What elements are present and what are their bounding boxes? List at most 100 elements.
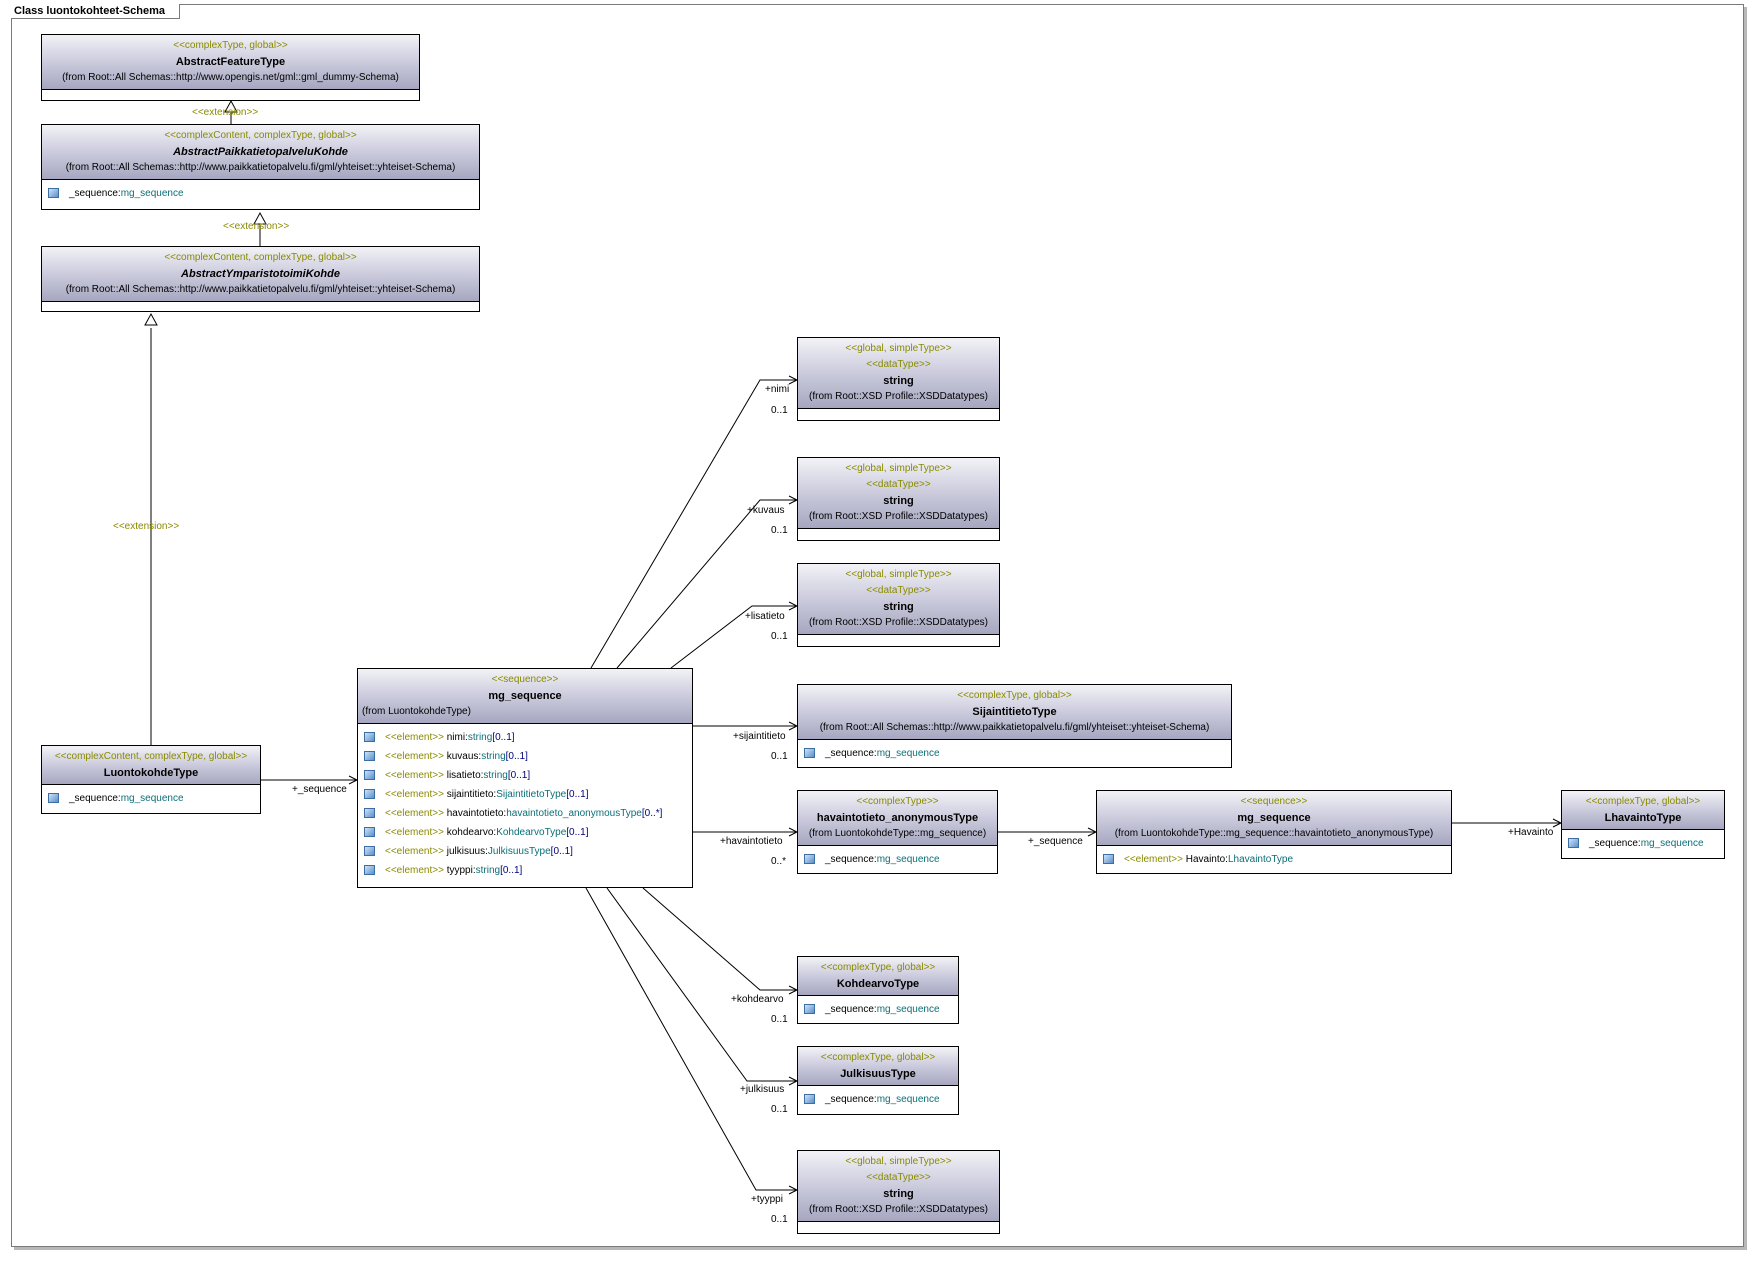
class-name: AbstractPaikkatietopalveluKohde — [173, 146, 348, 158]
multiplicity-label: 0..1 — [771, 751, 788, 762]
class-string-lisatieto[interactable]: <<global, simpleType>> <<dataType>> stri… — [797, 563, 1000, 647]
attribute-name: julkisuus: — [446, 846, 488, 857]
attribute-name: kuvaus: — [446, 751, 482, 762]
class-luontokohdetype[interactable]: <<complexContent, complexType, global>> … — [41, 745, 261, 814]
attribute-row[interactable]: _sequence:mg_sequence — [798, 1000, 958, 1019]
association-line — [590, 379, 797, 669]
attribute-name: kohdearvo: — [446, 827, 497, 838]
attribute-icon — [1568, 838, 1579, 849]
class-mg-sequence[interactable]: <<sequence>> mg_sequence (from Luontokoh… — [357, 668, 693, 888]
attribute-row[interactable]: _sequence:mg_sequence — [798, 744, 1231, 763]
generalization-arrowhead — [224, 99, 238, 113]
havainto-role-label: +Havainto — [1508, 827, 1554, 838]
class-namespace: (from Root::XSD Profile::XSDDatatypes) — [809, 511, 988, 522]
class-abstractfeaturetype[interactable]: <<complexType, global>> AbstractFeatureT… — [41, 34, 420, 101]
stereotype: <<global, simpleType>> — [845, 569, 952, 580]
attribute-icon — [364, 846, 375, 857]
attribute-row[interactable]: _sequence:mg_sequence — [42, 789, 260, 808]
attribute-multiplicity: [0..1] — [492, 732, 515, 743]
stereotype: <<dataType>> — [866, 479, 931, 490]
stereotype: <<complexType, global>> — [173, 40, 288, 51]
class-havaintotieto-anonymoustype[interactable]: <<complexType>> havaintotieto_anonymousT… — [797, 790, 998, 874]
stereotype: <<complexType>> — [856, 796, 939, 807]
stereotype: <<global, simpleType>> — [845, 343, 952, 354]
attribute-type: string — [481, 751, 506, 762]
attribute-row[interactable]: _sequence:mg_sequence — [798, 850, 997, 869]
element-stereotype: <<element>> — [385, 732, 444, 743]
attribute-type: JulkisuusType — [487, 846, 551, 857]
attribute-name: nimi: — [446, 732, 468, 743]
class-namespace: (from Root::All Schemas::http://www.paik… — [65, 284, 456, 295]
attribute-row[interactable]: <<element>> lisatieto:string[0..1] — [358, 766, 692, 785]
class-abstractpaikkatietopalvelukohde[interactable]: <<complexContent, complexType, global>> … — [41, 124, 480, 210]
class-string-kuvaus[interactable]: <<global, simpleType>> <<dataType>> stri… — [797, 457, 1000, 541]
multiplicity-label: 0..* — [771, 856, 787, 867]
element-stereotype: <<element>> — [385, 789, 444, 800]
class-name: AbstractFeatureType — [175, 56, 286, 68]
attribute-multiplicity: [0..1] — [505, 751, 528, 762]
attribute-type: SijaintitietoType — [496, 789, 567, 800]
association-line — [642, 887, 797, 991]
stereotype: <<global, simpleType>> — [845, 1156, 952, 1167]
attribute-row[interactable]: <<element>> sijaintitieto:SijaintitietoT… — [358, 785, 692, 804]
generalization-arrowhead — [144, 312, 158, 326]
stereotype: <<complexType, global>> — [820, 1052, 936, 1063]
attribute-row[interactable]: <<element>> havaintotieto:havaintotieto_… — [358, 804, 692, 823]
attribute-icon — [364, 789, 375, 800]
attribute-icon — [804, 854, 815, 865]
class-namespace: (from LuontokohdeType::mg_sequence::hava… — [1114, 828, 1434, 839]
attribute-multiplicity: [0..1] — [507, 770, 531, 781]
class-namespace: (from LuontokohdeType) — [362, 706, 471, 717]
attribute-row[interactable]: _sequence:mg_sequence — [1562, 834, 1724, 853]
class-name: AbstractYmparistotoimiKohde — [181, 268, 340, 280]
stereotype: <<complexContent, complexType, global>> — [54, 751, 248, 762]
multiplicity-label: 0..1 — [771, 1014, 788, 1025]
attribute-icon — [48, 188, 59, 199]
attribute-multiplicity: [0..1] — [566, 827, 589, 838]
attribute-row[interactable]: _sequence:mg_sequence — [42, 184, 479, 203]
stereotype: <<complexType, global>> — [820, 962, 936, 973]
attribute-row[interactable]: _sequence:mg_sequence — [798, 1090, 958, 1109]
nimi-role-label: +nimi — [765, 384, 790, 395]
attribute-icon — [364, 770, 375, 781]
class-abstractymparistotoimikohde[interactable]: <<complexContent, complexType, global>> … — [41, 246, 480, 312]
attribute-multiplicity: [0..*] — [641, 808, 663, 819]
sijaintitieto-role-label: +sijaintitieto — [733, 731, 786, 742]
class-julkisuustype[interactable]: <<complexType, global>> JulkisuusType _s… — [797, 1046, 959, 1115]
association-line — [616, 499, 797, 669]
attribute-row[interactable]: <<element>> julkisuus:JulkisuusType[0..1… — [358, 842, 692, 861]
class-mg-sequence-havaintotieto[interactable]: <<sequence>> mg_sequence (from Luontokoh… — [1096, 790, 1452, 874]
class-kohdearvotype[interactable]: <<complexType, global>> KohdearvoType _s… — [797, 956, 959, 1024]
attribute-icon — [364, 827, 375, 838]
attribute-row[interactable]: <<element>> Havainto:LhavaintoType — [1097, 850, 1451, 869]
class-name: KohdearvoType — [836, 978, 920, 990]
class-namespace: (from LuontokohdeType::mg_sequence) — [808, 828, 987, 839]
attribute-row[interactable]: <<element>> nimi:string[0..1] — [358, 728, 692, 747]
multiplicity-label: 0..1 — [771, 405, 788, 416]
class-name: mg_sequence — [1237, 812, 1311, 824]
class-sijaintitietotype[interactable]: <<complexType, global>> SijaintitietoTyp… — [797, 684, 1232, 768]
attribute-icon — [364, 732, 375, 743]
class-name: SijaintitietoType — [972, 706, 1057, 718]
havaintotieto-role-label: +havaintotieto — [720, 836, 783, 847]
class-lhavaintotype[interactable]: <<complexType, global>> LhavaintoType _s… — [1561, 790, 1725, 859]
attribute-row[interactable]: <<element>> tyyppi:string[0..1] — [358, 861, 692, 880]
class-string-nimi[interactable]: <<global, simpleType>> <<dataType>> stri… — [797, 337, 1000, 421]
attribute-name: lisatieto: — [446, 770, 484, 781]
multiplicity-label: 0..1 — [771, 525, 788, 536]
kuvaus-role-label: +kuvaus — [747, 505, 785, 516]
attribute-name: tyyppi: — [446, 865, 476, 876]
lisatieto-role-label: +lisatieto — [745, 611, 785, 622]
stereotype: <<sequence>> — [491, 674, 559, 685]
stereotype: <<dataType>> — [866, 585, 931, 596]
class-name: string — [883, 1188, 914, 1200]
sequence-role-label: +_sequence — [1028, 836, 1083, 847]
class-namespace: (from Root::XSD Profile::XSDDatatypes) — [809, 1204, 988, 1215]
attribute-row[interactable]: <<element>> kuvaus:string[0..1] — [358, 747, 692, 766]
attribute-row[interactable]: <<element>> kohdearvo:KohdearvoType[0..1… — [358, 823, 692, 842]
class-name: string — [883, 495, 914, 507]
class-name: string — [883, 375, 914, 387]
extension-label: <<extension>> — [192, 107, 259, 118]
class-string-tyyppi[interactable]: <<global, simpleType>> <<dataType>> stri… — [797, 1150, 1000, 1234]
class-name: JulkisuusType — [840, 1068, 916, 1080]
